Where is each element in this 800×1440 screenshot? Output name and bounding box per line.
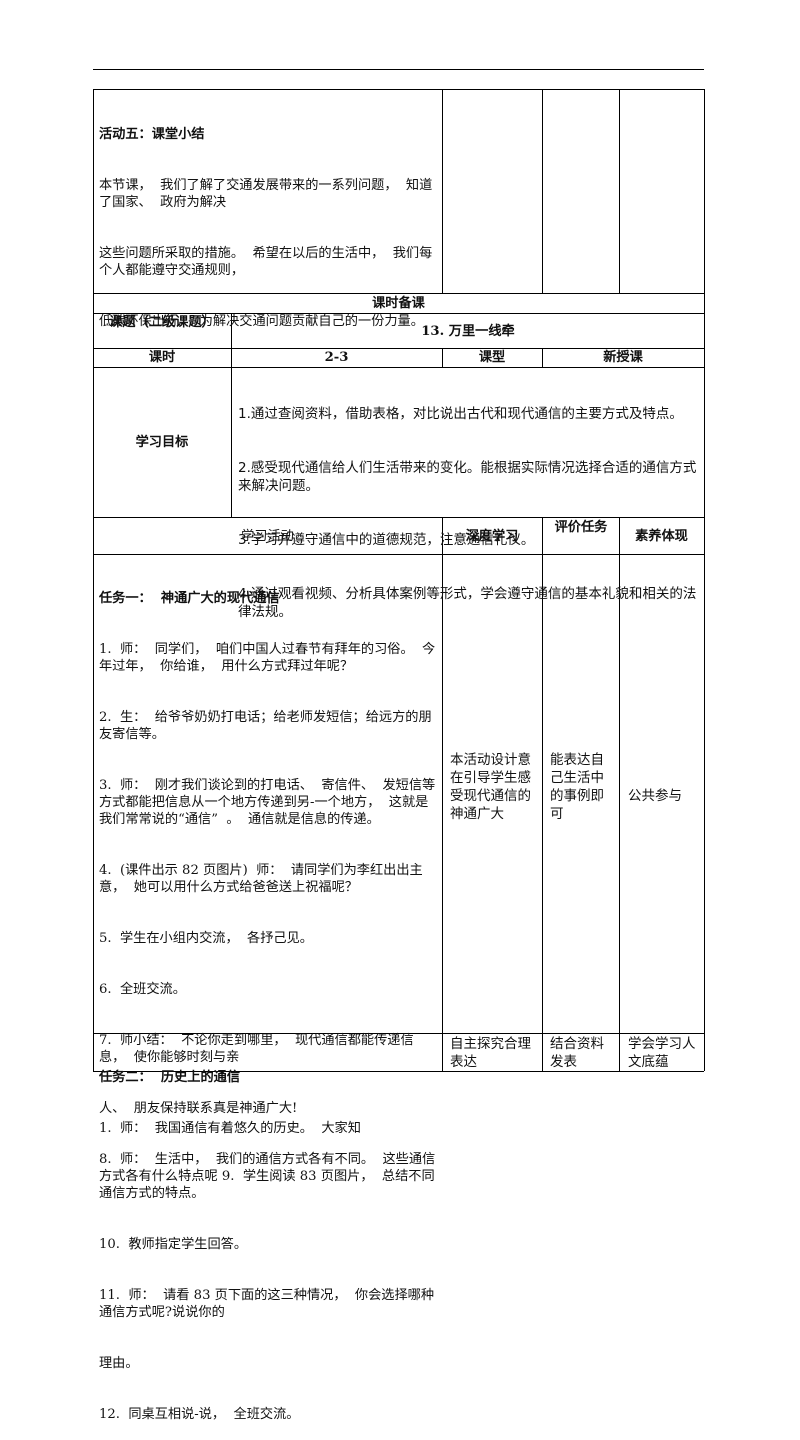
task-one-line: 11. 师： 请看 83 页下面的这三种情况， 你会选择哪种通信方式呢?说说你的 [99, 1288, 435, 1320]
section-title: 课时备课 [372, 296, 425, 311]
goal-item: 4.通过观看视频、分析具体案例等形式，学会遵守通信的基本礼貌和相关的法律法规。 [238, 586, 697, 620]
goals-label: 学习目标 [135, 435, 189, 450]
task-one-line: 人、 朋友保持联系真是神通广大! [99, 1101, 298, 1116]
task-one-line: 10. 教师指定学生回答。 [99, 1237, 248, 1252]
task-two-title: 任务二： 历史上的通信 [99, 1070, 241, 1085]
task-one-line: 4. (课件出示 82 页图片) 师： 请同学们为李红出出主意， 她可以用什么方… [99, 863, 423, 895]
header-literacy: 素养体现 [635, 529, 688, 544]
task-one-cell: 任务一： 神通广大的现代通信 1. 师： 同学们， 咱们中国人过春节有拜年的习俗… [99, 556, 436, 1440]
task-one-deep-learning: 本活动设计意在引导学生感受现代通信的神通广大 [450, 752, 531, 822]
task-two-deep-learning: 自主探究合理表达 [450, 1036, 531, 1070]
header-evaluation: 评价任务 [554, 520, 608, 535]
activity-five-title: 活动五：课堂小结 [99, 127, 205, 142]
goal-item: 1.通过查阅资料，借助表格，对比说出古代和现代通信的主要方式及特点。 [238, 406, 683, 422]
type-value: 新授课 [603, 350, 643, 365]
task-one-line: 7. 师小结： 不论你走到哪里， 现代通信都能传递信息， 使你能够时刻与亲 [99, 1033, 414, 1065]
page-header-rule [93, 69, 704, 70]
task-two-literacy: 学会学习人文底蕴 [628, 1036, 696, 1070]
topic-value: 13. 万里一线牵 [421, 324, 515, 339]
table-grid [93, 89, 705, 1072]
task-two-evaluation: 结合资料发表 [550, 1036, 604, 1070]
task-one-line: 理由。 [99, 1356, 139, 1371]
task-two-cell: 任务二： 历史上的通信 1. 师： 我国通信有着悠久的历史。 大家知 [99, 1035, 436, 1154]
task-one-evaluation: 能表达自己生活中的事例即可 [550, 752, 604, 822]
activity-five-cell: 活动五：课堂小结 本节课， 我们了解了交通发展带来的一系列问题， 知道了国家、 … [99, 92, 437, 347]
activity-five-line: 本节课， 我们了解了交通发展带来的一系列问题， 知道了国家、 政府为解决 [99, 178, 433, 210]
task-one-line: 12. 同桌互相说-说， 全班交流。 [99, 1407, 300, 1422]
task-one-title: 任务一： 神通广大的现代通信 [99, 591, 280, 606]
goals-list: 1.通过查阅资料，借助表格，对比说出古代和现代通信的主要方式及特点。 2.感受现… [238, 369, 700, 639]
goal-item: 2.感受现代通信给人们生活带来的变化。能根据实际情况选择合适的通信方式来解决问题… [238, 460, 697, 494]
activity-five-line: 低碳环保出行， 为解决交通问题贡献自己的一份力量。 [99, 314, 424, 329]
period-label: 课时 [148, 350, 176, 365]
goal-item: 3.学习并遵守通信中的道德规范，注意通信礼仪。 [238, 532, 535, 548]
task-one-line: 6. 全班交流。 [99, 982, 186, 997]
task-two-line: 1. 师： 我国通信有着悠久的历史。 大家知 [99, 1121, 361, 1136]
topic-label: 课题（二级课题） [109, 315, 215, 330]
activity-five-line: 这些问题所采取的措施。 希望在以后的生活中， 我们每个人都能遵守交通规则， [99, 246, 433, 278]
header-deep-learning: 深度学习 [465, 529, 519, 544]
task-one-line: 8. 师： 生活中， 我们的通信方式各有不同。 这些通信方式各有什么特点呢 9.… [99, 1152, 436, 1201]
header-activity: 学习活动 [241, 529, 294, 544]
task-one-line: 2. 生： 给爷爷奶奶打电话；给老师发短信；给远方的朋友寄信等。 [99, 710, 432, 742]
task-one-line: 3. 师： 刚才我们谈论到的打电话、 寄信件、 发短信等方式都能把信息从一个地方… [99, 778, 436, 827]
type-label: 课型 [478, 350, 506, 365]
task-one-literacy: 公共参与 [628, 788, 682, 804]
task-one-line: 5. 学生在小组内交流， 各抒己见。 [99, 931, 313, 946]
period-value: 2-3 [324, 350, 349, 365]
task-one-line: 1. 师： 同学们， 咱们中国人过春节有拜年的习俗。 今年过年， 你给谁， 用什… [99, 642, 436, 674]
